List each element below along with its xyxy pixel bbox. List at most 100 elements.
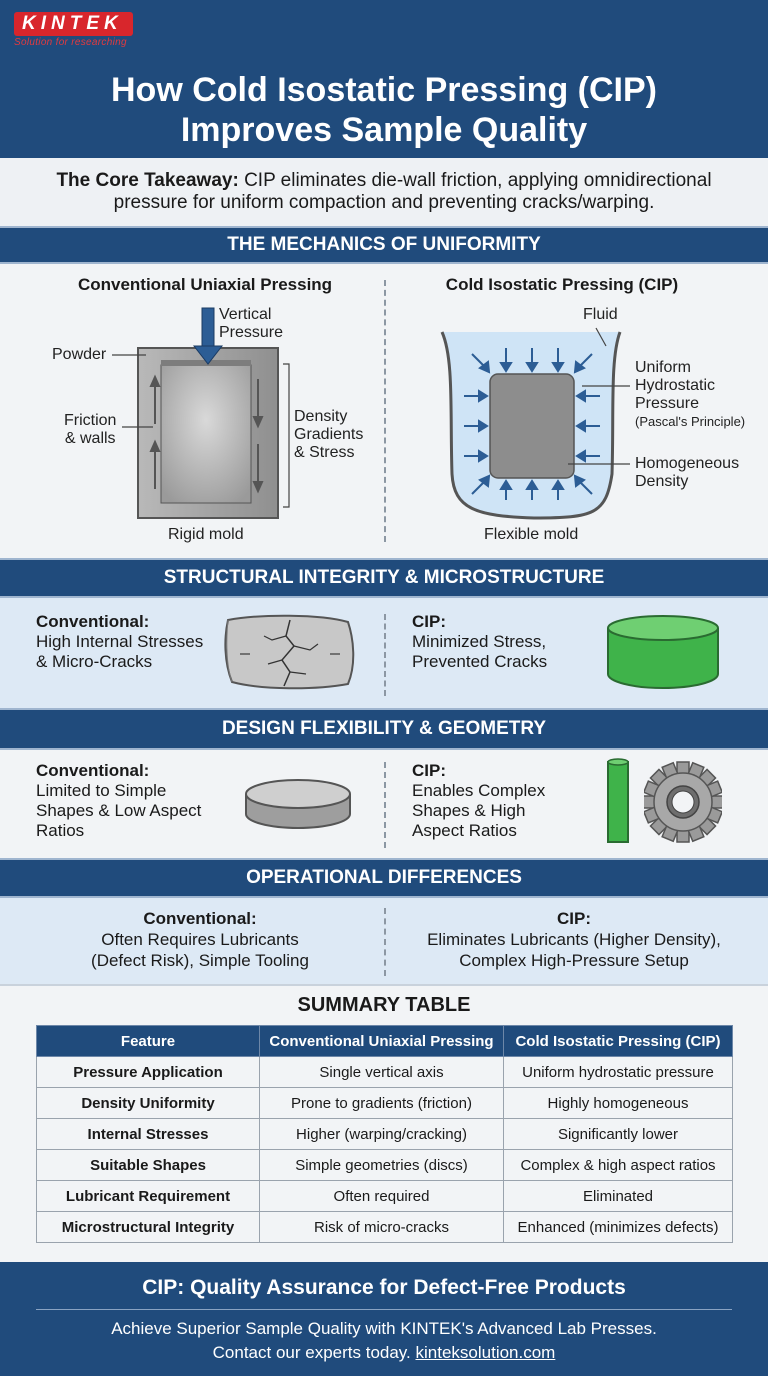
label-friction: Friction& walls <box>64 412 117 447</box>
label-fluid: Fluid <box>583 306 618 323</box>
section-heading-operational: OPERATIONAL DIFFERENCES <box>0 858 768 898</box>
hydrostatic-arrows-icon <box>464 348 600 500</box>
header: KINTEK Solution for researching How Cold… <box>0 0 768 158</box>
rod-icon <box>607 758 629 843</box>
section-divider <box>384 908 386 976</box>
table-cell: Uniform hydrostatic pressure <box>503 1056 733 1088</box>
operational-cip-line-1: Eliminates Lubricants (Higher Density), <box>427 930 721 949</box>
table-cell: Simple geometries (discs) <box>259 1149 504 1181</box>
table-cell: Higher (warping/cracking) <box>259 1118 504 1150</box>
section-heading-mechanics: THE MECHANICS OF UNIFORMITY <box>0 226 768 264</box>
section-divider <box>384 280 386 542</box>
table-cell: Risk of micro-cracks <box>259 1211 504 1243</box>
website-link[interactable]: kinteksolution.com <box>415 1343 556 1362</box>
operational-panel: Conventional: Often Requires Lubricants … <box>0 898 768 984</box>
operational-conventional: Conventional: Often Requires Lubricants … <box>0 908 400 971</box>
table-cell: Complex & high aspect ratios <box>503 1149 733 1181</box>
press-punch <box>161 360 251 366</box>
table-cell: Prone to gradients (friction) <box>259 1087 504 1119</box>
gear-icon <box>644 761 722 843</box>
vertical-pressure-arrow-icon <box>192 307 224 365</box>
footer-line-2: Contact our experts today. kinteksolutio… <box>0 1343 768 1363</box>
disc-icon <box>245 779 351 829</box>
homogeneous-part <box>489 373 575 479</box>
logo-wordmark: KINTEK <box>14 12 133 36</box>
uniaxial-pressing-diagram <box>112 307 290 519</box>
title-line-2: Improves Sample Quality <box>180 111 588 149</box>
page-title: How Cold Isostatic Pressing (CIP) Improv… <box>0 70 768 150</box>
table-cell: Significantly lower <box>503 1118 733 1150</box>
green-cylinder-icon <box>607 615 719 689</box>
section-divider <box>384 762 386 848</box>
column-header: Conventional Uniaxial Pressing <box>259 1025 504 1057</box>
design-conventional-title: Conventional: <box>36 761 150 780</box>
summary-table-title: SUMMARY TABLE <box>297 994 471 1016</box>
footer-divider <box>36 1309 732 1310</box>
footer: CIP: Quality Assurance for Defect-Free P… <box>0 1262 768 1376</box>
table-cell: Highly homogeneous <box>503 1087 733 1119</box>
table-cell: Internal Stresses <box>36 1118 260 1150</box>
operational-cip-line-2: Complex High-Pressure Setup <box>459 951 689 970</box>
core-takeaway: The Core Takeaway: CIP eliminates die-wa… <box>0 158 768 226</box>
footer-contact-text: Contact our experts today. <box>212 1343 416 1362</box>
summary-table: Feature Conventional Uniaxial Pressing C… <box>36 1025 733 1243</box>
takeaway-line-1: The Core Takeaway: CIP eliminates die-wa… <box>0 170 768 192</box>
cracked-block-icon <box>224 614 355 690</box>
structural-conventional-title: Conventional: <box>36 612 150 631</box>
cip-diagram <box>440 327 630 520</box>
table-header-row: Feature Conventional Uniaxial Pressing C… <box>36 1025 733 1057</box>
column-header: Cold Isostatic Pressing (CIP) <box>503 1025 733 1057</box>
kintek-logo[interactable]: KINTEK Solution for researching <box>14 12 133 48</box>
structural-cip-text: Minimized Stress,Prevented Cracks <box>412 632 548 671</box>
footer-line-1: Achieve Superior Sample Quality with KIN… <box>111 1319 657 1338</box>
powder-fill <box>160 364 252 504</box>
label-rigid-mold: Rigid mold <box>168 526 244 543</box>
friction-arrows-icon <box>149 374 264 494</box>
table-cell: Microstructural Integrity <box>36 1211 260 1243</box>
label-flexible-mold: Flexible mold <box>484 526 579 543</box>
table-cell: Lubricant Requirement <box>36 1180 260 1212</box>
table-cell: Suitable Shapes <box>36 1149 260 1181</box>
structural-panel: Conventional: High Internal Stresses& Mi… <box>0 598 768 708</box>
table-cell: Enhanced (minimizes defects) <box>503 1211 733 1243</box>
mechanics-panel: Conventional Uniaxial Pressing Cold Isos… <box>0 264 768 558</box>
operational-conventional-line-2: (Defect Risk), Simple Tooling <box>91 951 309 970</box>
table-cell: Single vertical axis <box>259 1056 504 1088</box>
design-cip-title: CIP: <box>412 761 446 780</box>
operational-cip: CIP: Eliminates Lubricants (Higher Densi… <box>384 908 764 971</box>
takeaway-label: The Core Takeaway: <box>56 170 239 191</box>
operational-conventional-line-1: Often Requires Lubricants <box>101 930 299 949</box>
operational-conventional-title: Conventional: <box>143 909 257 928</box>
structural-cip-title: CIP: <box>412 612 446 631</box>
conventional-diagram-title: Conventional Uniaxial Pressing <box>77 275 333 294</box>
footer-headline: CIP: Quality Assurance for Defect-Free P… <box>142 1276 626 1299</box>
title-line-1: How Cold Isostatic Pressing (CIP) <box>111 71 657 109</box>
label-powder: Powder <box>52 346 107 363</box>
logo-tagline: Solution for researching <box>14 37 127 48</box>
table-cell: Often required <box>259 1180 504 1212</box>
section-heading-structural: STRUCTURAL INTEGRITY & MICROSTRUCTURE <box>0 558 768 598</box>
operational-cip-title: CIP: <box>557 909 591 928</box>
section-heading-design: DESIGN FLEXIBILITY & GEOMETRY <box>0 708 768 750</box>
takeaway-text-2: pressure for uniform compaction and prev… <box>113 192 655 213</box>
table-cell: Eliminated <box>503 1180 733 1212</box>
section-divider <box>384 614 386 696</box>
column-header: Feature <box>36 1025 260 1057</box>
structural-conventional-text: High Internal Stresses& Micro-Cracks <box>36 632 204 671</box>
takeaway-text-1: CIP eliminates die-wall friction, applyi… <box>244 170 712 191</box>
cip-diagram-title: Cold Isostatic Pressing (CIP) <box>445 275 679 294</box>
table-cell: Pressure Application <box>36 1056 260 1088</box>
table-cell: Density Uniformity <box>36 1087 260 1119</box>
